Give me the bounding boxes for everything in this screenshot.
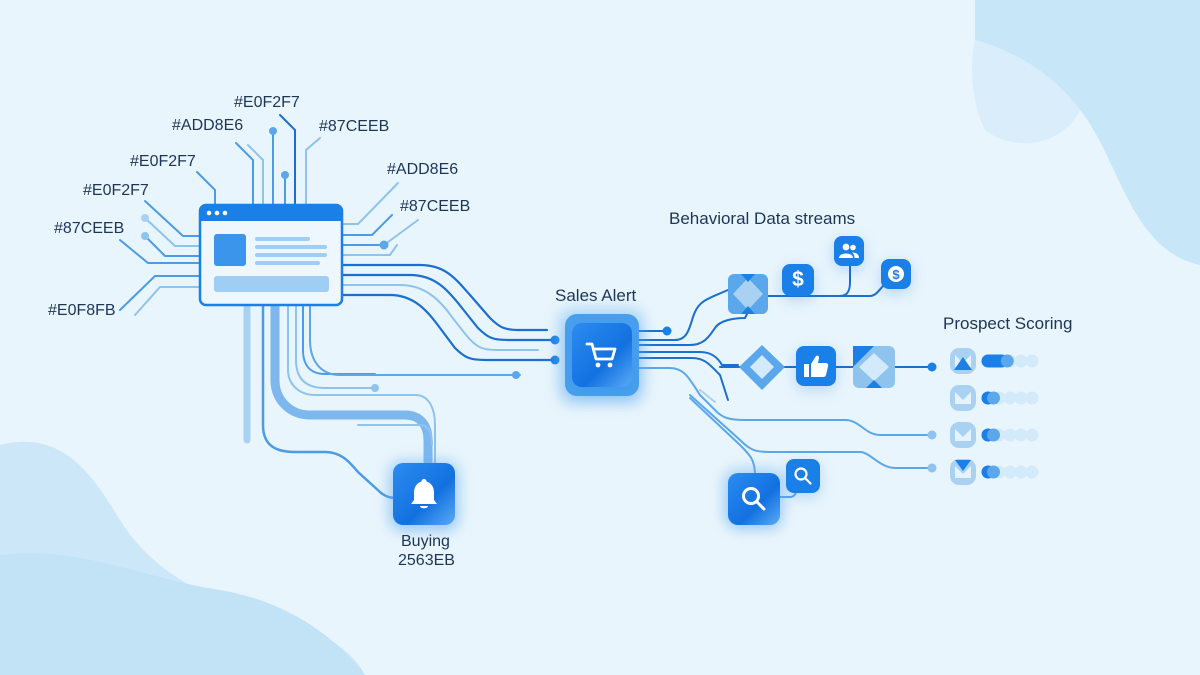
sales-alert-outgoing-lines bbox=[637, 289, 931, 498]
search-node-large[interactable] bbox=[728, 473, 780, 525]
background-blob-top-right-inner bbox=[972, 40, 1080, 144]
sales-alert-node[interactable] bbox=[565, 314, 639, 396]
prospect-scoring-title: Prospect Scoring bbox=[943, 314, 1073, 333]
connector-dot bbox=[927, 362, 937, 372]
background-blob-top-right bbox=[975, 0, 1200, 265]
hex-label: #87CEEB bbox=[319, 118, 390, 135]
arrow-glyph bbox=[954, 357, 972, 370]
score-fill bbox=[981, 354, 1009, 368]
diamond-tile-icon bbox=[728, 274, 768, 314]
score-dot bbox=[1003, 391, 1017, 405]
thumbs-up-node[interactable] bbox=[796, 346, 836, 386]
search-icon bbox=[742, 487, 766, 511]
score-dot bbox=[1003, 428, 1017, 442]
connector-dot bbox=[512, 371, 520, 379]
mail-icon bbox=[950, 385, 976, 411]
prospect-score-row[interactable] bbox=[950, 459, 1039, 485]
hex-label: #87CEEB bbox=[400, 198, 471, 215]
users-node[interactable] bbox=[834, 236, 864, 266]
envelope-glyph bbox=[955, 466, 971, 478]
sales-alert-label: Sales Alert bbox=[555, 286, 637, 305]
connector-dot bbox=[371, 384, 379, 392]
hex-label: #E0F8FB bbox=[48, 302, 116, 319]
mail-down-icon bbox=[950, 459, 976, 485]
envelope-glyph bbox=[955, 392, 971, 404]
score-dot bbox=[1025, 465, 1039, 479]
search-node-small[interactable] bbox=[786, 459, 820, 493]
score-fill-tip bbox=[1000, 354, 1014, 368]
hex-label: #ADD8E6 bbox=[172, 117, 244, 134]
prospect-score-row[interactable] bbox=[950, 348, 1039, 374]
browser-left-connectors bbox=[119, 200, 201, 316]
behavioral-data-streams-title: Behavioral Data streams bbox=[669, 209, 856, 228]
buying-label: Buying bbox=[401, 533, 450, 550]
connector-dot bbox=[281, 171, 289, 179]
background-blob-bottom-left-inner bbox=[0, 553, 365, 675]
score-dot bbox=[1003, 465, 1017, 479]
score-dot bbox=[1014, 428, 1028, 442]
connector-dot bbox=[662, 326, 672, 336]
dollar-icon: $ bbox=[792, 268, 804, 291]
hex-label: #E0F2F7 bbox=[83, 182, 149, 199]
arrow-glyph bbox=[955, 460, 971, 471]
score-fill-tip bbox=[987, 428, 1000, 442]
diamond-icon bbox=[739, 345, 785, 390]
buying-node[interactable] bbox=[393, 463, 455, 525]
users-icon bbox=[839, 243, 859, 258]
hex-label: #87CEEB bbox=[54, 220, 125, 237]
connector-dot bbox=[550, 355, 560, 365]
connector-dot bbox=[269, 127, 277, 135]
score-dot bbox=[1014, 354, 1028, 368]
buying-code-label: 2563EB bbox=[398, 552, 455, 569]
connector-dot bbox=[927, 430, 937, 440]
connector-dot bbox=[141, 232, 149, 240]
connector-dot bbox=[379, 240, 389, 250]
prospect-score-row[interactable] bbox=[950, 422, 1039, 448]
connector-dot bbox=[550, 335, 560, 345]
browser-right-connectors bbox=[341, 182, 419, 256]
hex-label: #E0F2F7 bbox=[130, 153, 196, 170]
prospect-score-rows bbox=[950, 348, 1039, 485]
dollar-coin-node[interactable]: $ bbox=[881, 259, 911, 289]
dollar-coin-icon: $ bbox=[888, 266, 904, 282]
score-dot bbox=[1025, 428, 1039, 442]
diamond-tile-icon bbox=[853, 346, 895, 388]
score-fill-tip bbox=[987, 391, 1000, 405]
svg-text:$: $ bbox=[892, 267, 900, 282]
browser-bottom-bundle bbox=[243, 300, 521, 500]
browser-window-node[interactable] bbox=[198, 203, 344, 307]
shopping-cart-icon bbox=[572, 323, 632, 387]
connector-dot bbox=[141, 214, 149, 222]
score-dot bbox=[1014, 391, 1028, 405]
score-dot bbox=[1014, 465, 1028, 479]
score-dot bbox=[1025, 391, 1039, 405]
envelope-glyph bbox=[955, 429, 971, 441]
thumbs-up-icon bbox=[804, 355, 829, 377]
browser-to-sales-alert-lines bbox=[340, 263, 557, 362]
browser-top-connectors bbox=[196, 114, 321, 206]
prospect-score-row[interactable] bbox=[950, 385, 1039, 411]
hex-label: #E0F2F7 bbox=[234, 94, 300, 111]
connector-dot bbox=[927, 463, 937, 473]
bell-icon bbox=[411, 479, 437, 509]
score-dot bbox=[1025, 354, 1039, 368]
dollar-node[interactable]: $ bbox=[782, 264, 814, 296]
hex-label: #ADD8E6 bbox=[387, 161, 459, 178]
mail-icon bbox=[950, 422, 976, 448]
score-fill-tip bbox=[987, 465, 1000, 479]
search-icon bbox=[794, 467, 812, 485]
